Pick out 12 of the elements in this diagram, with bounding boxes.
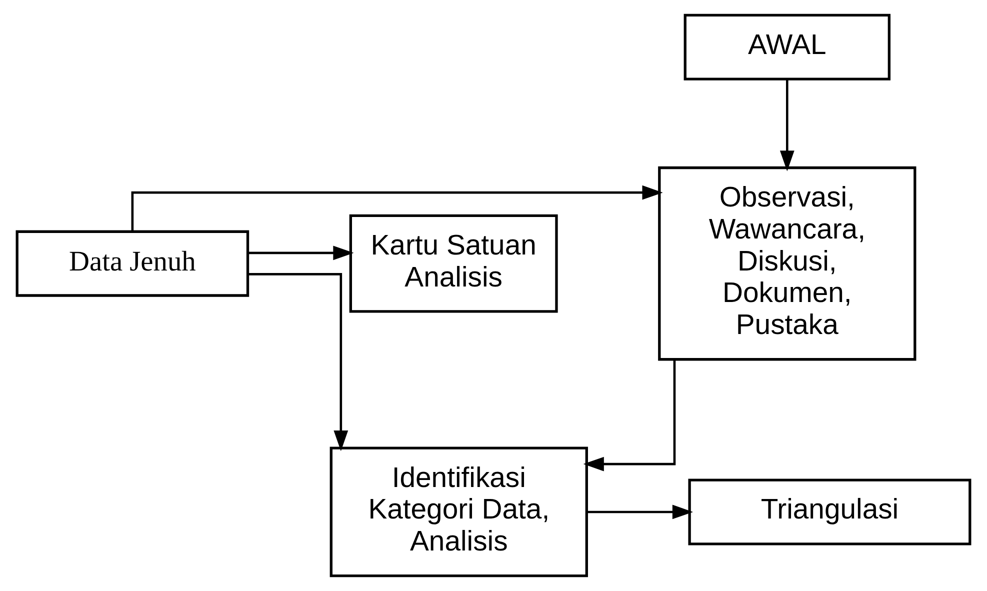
arrow <box>131 185 663 232</box>
arrow <box>248 246 354 260</box>
arrow <box>583 360 676 472</box>
arrow <box>248 273 348 452</box>
node-box: Triangulasi <box>688 478 972 546</box>
node-box: Identifikasi Kategori Data, Analisis <box>330 446 588 578</box>
node-box: Observasi, Wawancara, Diskusi, Dokumen, Pustaka <box>658 166 916 361</box>
arrow <box>587 504 694 520</box>
node-box: Data Jenuh <box>16 230 250 297</box>
arrow <box>780 79 794 172</box>
node-box: Kartu Satuan Analisis <box>349 214 558 313</box>
node-box: AWAL <box>684 14 890 80</box>
